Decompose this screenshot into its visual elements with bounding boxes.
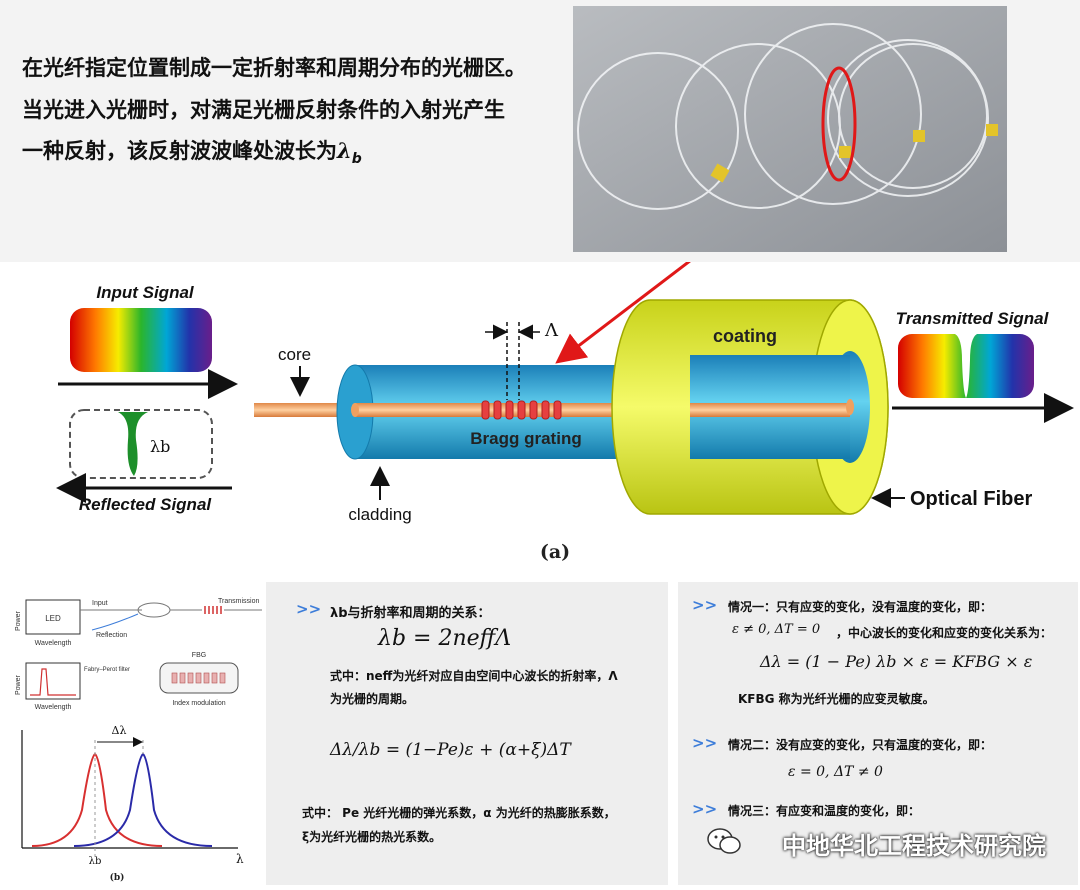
- kfbg-text: KFBG 称为光纤光栅的应变灵敏度。: [738, 692, 935, 706]
- coating-label: coating: [713, 326, 777, 346]
- cases-panel: >> 情况一：只有应变的变化，没有温度的变化，即： ε ≠ 0, ΔT = 0 …: [678, 582, 1078, 885]
- bullet-icon: >>: [296, 600, 322, 618]
- input-signal-label: Input Signal: [96, 283, 195, 302]
- reflected-signal-label: Reflected Signal: [79, 495, 213, 514]
- caption-a: (a): [540, 541, 570, 563]
- bragg-formula: λb = 2neffΛ: [378, 626, 512, 651]
- optical-fiber-label: Optical Fiber: [910, 488, 1032, 510]
- svg-text:Transmission: Transmission: [218, 598, 259, 605]
- formula2-desc-a: 式中： Pe 光纤光栅的弹光系数，α 为光纤的热膨胀系数，: [302, 806, 616, 820]
- bullet-icon: >>: [692, 800, 718, 818]
- svg-text:Reflection: Reflection: [96, 632, 127, 639]
- reflected-peak: [118, 412, 148, 476]
- case1-text: ，中心波长的变化和应变的变化关系为：: [836, 626, 1053, 640]
- bullet-icon: >>: [692, 596, 718, 614]
- input-spectrum: [70, 308, 212, 372]
- svg-text:FBG: FBG: [192, 652, 206, 659]
- reflected-box: [69, 409, 213, 479]
- period-label: Λ: [544, 320, 559, 341]
- svg-text:Power: Power: [15, 610, 22, 631]
- svg-text:λ: λ: [236, 852, 244, 866]
- core-label: core: [278, 345, 311, 364]
- fbg-schematic: Power LED Wavelength Input Transmission …: [12, 585, 266, 715]
- fiber-photo: [573, 6, 1007, 252]
- svg-text:(b): (b): [110, 872, 125, 883]
- fbg-diagram: Input Signal λb Reflected Signal core Br…: [0, 262, 1080, 580]
- shift-formula: Δλ/λb = (1−Pe)ε + (α+ξ)ΔT: [330, 740, 571, 760]
- svg-text:Index modulation: Index modulation: [172, 700, 225, 707]
- highlight-ellipse: [821, 66, 857, 182]
- intro-line-3: 一种反射，该反射波波峰处波长为λb: [22, 138, 362, 168]
- bullet-icon: >>: [692, 734, 718, 752]
- transmitted-signal-label: Transmitted Signal: [896, 309, 1050, 328]
- case3-heading: 情况三：有应变和温度的变化，即：: [728, 804, 921, 818]
- bragg-grating: [481, 400, 562, 420]
- case2-heading: 情况二：没有应变的变化，只有温度的变化，即：: [728, 738, 993, 752]
- svg-text:Power: Power: [15, 674, 22, 695]
- watermark-text: 中地华北工程技术研究院: [782, 832, 1046, 860]
- formula1-desc-a: 式中：neff为光纤对应自由空间中心波长的折射率，Λ: [330, 669, 618, 683]
- intro-line-2: 当光进入光栅时，对满足光栅反射条件的入射光产生: [22, 98, 505, 122]
- svg-text:Wavelength: Wavelength: [35, 640, 72, 647]
- cladding-label: cladding: [348, 505, 411, 524]
- intro-line-1: 在光纤指定位置制成一定折射率和周期分布的光栅区。: [22, 56, 526, 80]
- svg-text:LED: LED: [45, 614, 61, 623]
- reflected-lambda: λb: [150, 437, 170, 456]
- spectrum-shift-chart: Δλ λb λ (b): [12, 720, 266, 885]
- svg-text:Wavelength: Wavelength: [35, 704, 72, 711]
- bragg-grating-label: Bragg grating: [470, 429, 581, 448]
- case1-formula: Δλ = (1 − Pe) λb × ε = KFBG × ε: [760, 652, 1033, 671]
- relation-heading: λb与折射率和周期的关系：: [330, 606, 491, 621]
- pointer-arrow: [555, 262, 691, 364]
- case2-condition: ε = 0, ΔT ≠ 0: [788, 764, 883, 780]
- svg-text:Input: Input: [92, 600, 108, 607]
- svg-text:Fabry–Perot filter: Fabry–Perot filter: [84, 667, 130, 673]
- formula2-desc-b: ξ为光纤光栅的热光系数。: [302, 830, 442, 844]
- case1-condition: ε ≠ 0, ΔT = 0: [732, 622, 821, 637]
- formula-panel: >> λb与折射率和周期的关系： λb = 2neffΛ 式中：neff为光纤对…: [266, 582, 668, 885]
- wechat-icon: [707, 828, 741, 854]
- svg-text:Δλ: Δλ: [112, 724, 127, 737]
- formula1-desc-b: 为光栅的周期。: [330, 692, 415, 706]
- case1-heading: 情况一：只有应变的变化，没有温度的变化，即：: [728, 600, 993, 614]
- svg-text:λb: λb: [89, 856, 102, 867]
